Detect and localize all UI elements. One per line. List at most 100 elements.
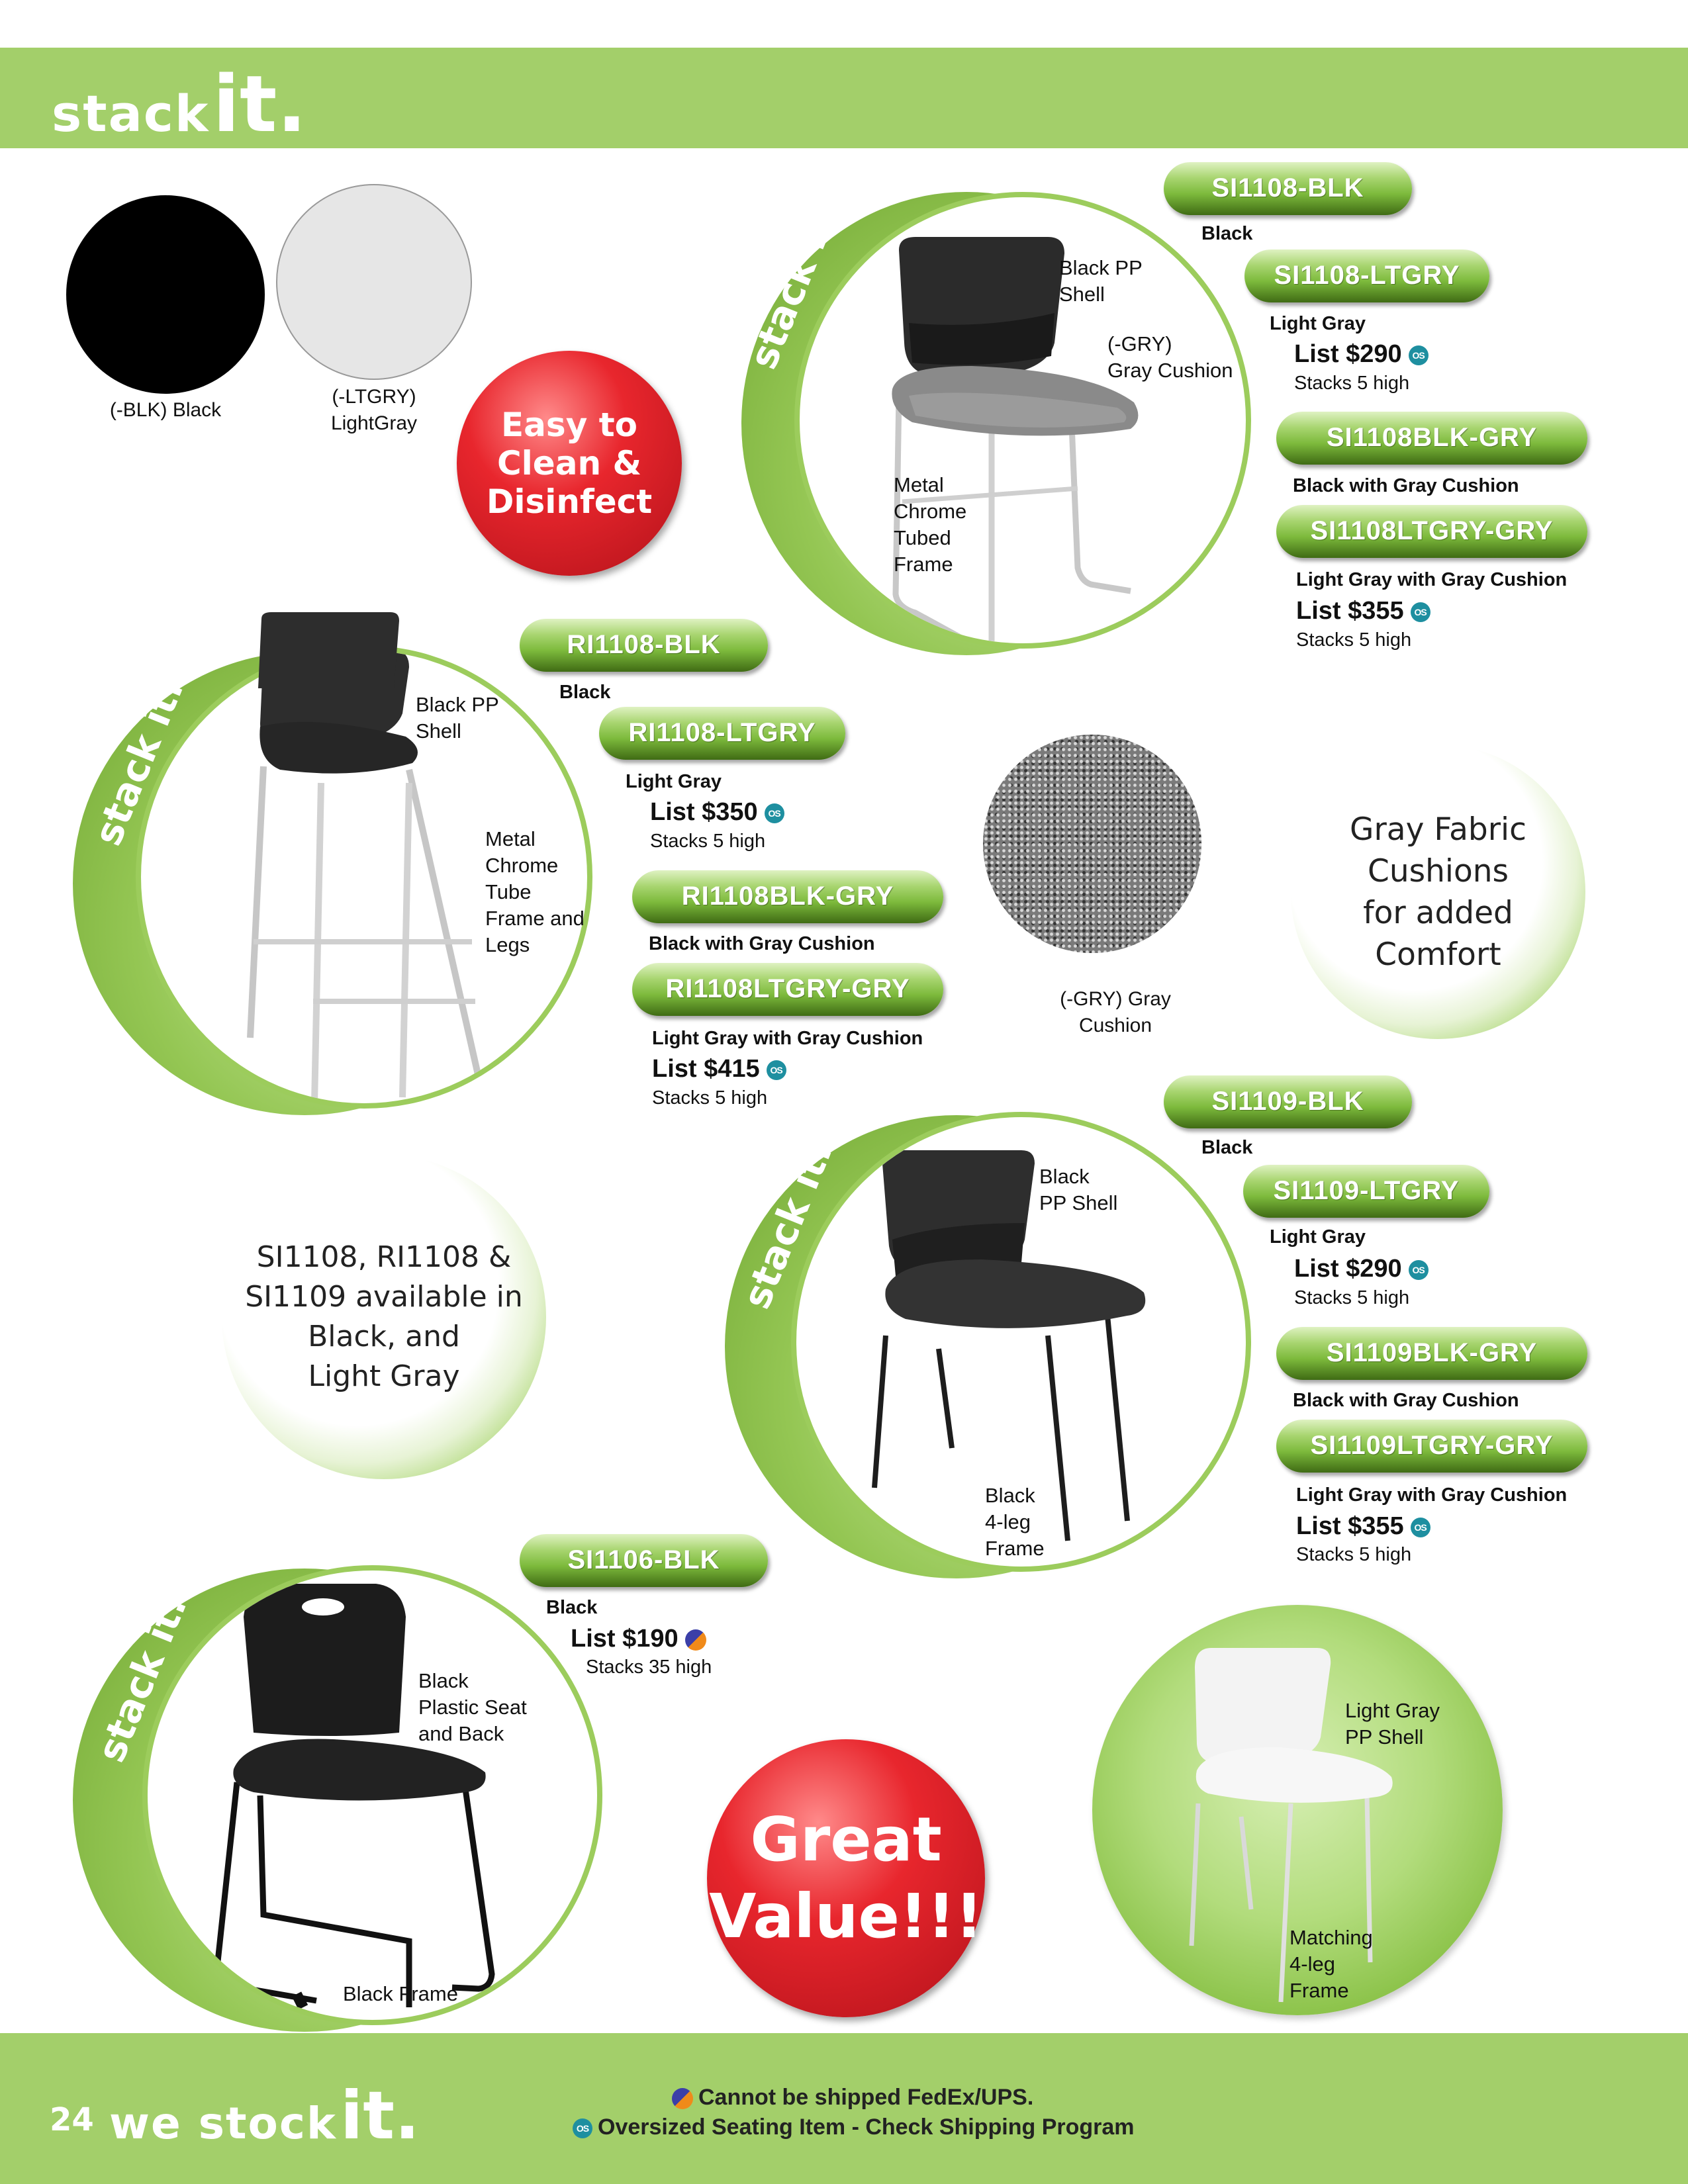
si1106-price: List $190 xyxy=(571,1625,711,1655)
comfort-line1: Gray Fabric xyxy=(1350,811,1526,848)
si1109-ltgry-label: Light Gray xyxy=(1270,1226,1366,1248)
si1108-shell-note-line2: Shell xyxy=(1059,283,1105,306)
si1109-shell-note-line1: Black xyxy=(1039,1165,1090,1188)
ri1108-price-2: List $415 OS xyxy=(652,1055,786,1083)
great-value-line2: Value!!! xyxy=(709,1881,983,1952)
lightgray-frame-note: Matching 4-leg Frame xyxy=(1289,1925,1373,2004)
footer-oversized-text: Oversized Seating Item - Check Shipping … xyxy=(598,2115,1135,2140)
fabric-caption-line2: Cushion xyxy=(1078,1015,1152,1036)
si1109-frame-note-line3: Frame xyxy=(985,1537,1045,1560)
si1106-seat-note-line1: Black xyxy=(418,1669,469,1692)
oversized-icon: OS xyxy=(766,1060,786,1080)
footer-shipping-note: Cannot be shipped FedEx/UPS. xyxy=(667,2083,1033,2114)
si1109-ltgry-pill: SI1109-LTGRY xyxy=(1243,1165,1489,1218)
si1108-frame-note-line3: Tubed xyxy=(894,526,951,549)
fabric-caption: (-GRY) Gray Cushion xyxy=(1006,986,1225,1039)
si1108-shell-note: Black PP Shell xyxy=(1059,255,1143,308)
lightgray-product-circle xyxy=(1092,1605,1503,2015)
header-brand: stack it. xyxy=(52,58,306,150)
si1109-frame-note-line2: 4-leg xyxy=(985,1510,1031,1533)
si1109-blk-pill: SI1109-BLK xyxy=(1164,1075,1412,1128)
comfort-line3: for added xyxy=(1363,894,1513,931)
si1108-stack-1: Stacks 5 high xyxy=(1294,373,1410,394)
fabric-swatch xyxy=(983,735,1201,953)
si1108-frame-note-line2: Chrome xyxy=(894,500,967,523)
si1106-seat-note: Black Plastic Seat and Back xyxy=(418,1668,527,1747)
si1109-frame-note: Black 4-leg Frame xyxy=(985,1482,1045,1562)
great-value-badge: Great Value!!! xyxy=(707,1739,985,2017)
si1108-blk-label: Black xyxy=(1201,223,1253,244)
si1108-cushion-note: (-GRY) Gray Cushion xyxy=(1107,331,1233,384)
header-band xyxy=(0,48,1688,148)
si1108-cushion-note-line2: Gray Cushion xyxy=(1107,359,1233,382)
oversized-icon: OS xyxy=(1410,602,1430,622)
si1108-cushion-note-line1: (-GRY) xyxy=(1107,332,1172,355)
swatch-black xyxy=(66,195,265,394)
ri1108-frame-note-line1: Metal xyxy=(485,827,536,850)
si1106-frame-note: Black Frame xyxy=(343,1982,458,2005)
si1106-price-text: List $190 xyxy=(571,1625,679,1653)
si1108-ltgrygry-pill: SI1108LTGRY-GRY xyxy=(1276,505,1587,558)
oversized-icon: OS xyxy=(1408,1259,1429,1280)
footer-oversized-note: OS Oversized Seating Item - Check Shippin… xyxy=(573,2115,1135,2140)
ri1108-shell-note-line2: Shell xyxy=(416,719,461,743)
availability-line4: Light Gray xyxy=(308,1359,460,1393)
si1109-frame-note-line1: Black xyxy=(985,1484,1035,1507)
si1109-blk-label: Black xyxy=(1201,1137,1253,1158)
swatch-lightgray-caption-line2: LightGray xyxy=(330,412,418,434)
si1108-blkgry-label: Black with Gray Cushion xyxy=(1293,475,1519,496)
no-fedex-ups-icon xyxy=(680,1625,711,1655)
si1108-stack-2: Stacks 5 high xyxy=(1296,629,1412,651)
ri1108-price-1: List $350 OS xyxy=(650,798,784,827)
si1108-ltgry-label: Light Gray xyxy=(1270,313,1366,334)
si1109-blkgry-label: Black with Gray Cushion xyxy=(1293,1390,1519,1411)
si1109-price-1-text: List $290 xyxy=(1294,1255,1402,1283)
comfort-circle: Gray Fabric Cushions for added Comfort xyxy=(1291,745,1585,1039)
footer-brand-small: we stock xyxy=(109,2098,337,2149)
lightgray-frame-note-line2: 4-leg xyxy=(1289,1952,1335,1976)
ri1108-price-1-text: List $350 xyxy=(650,798,758,826)
si1108-blkgry-pill: SI1108BLK-GRY xyxy=(1276,412,1587,465)
ri1108-blkgry-label: Black with Gray Cushion xyxy=(649,933,875,954)
availability-circle: SI1108, RI1108 & SI1109 available in Bla… xyxy=(222,1155,546,1479)
ri1108-frame-note: Metal Chrome Tube Frame and Legs xyxy=(485,826,585,958)
availability-line3: Black, and xyxy=(308,1320,460,1353)
lightgray-shell-note-line1: Light Gray xyxy=(1345,1699,1440,1722)
si1106-pill: SI1106-BLK xyxy=(520,1534,768,1587)
si1109-ltgrygry-label: Light Gray with Gray Cushion xyxy=(1296,1484,1568,1506)
si1108-price-2-text: List $355 xyxy=(1296,597,1404,625)
lightgray-frame-note-line3: Frame xyxy=(1289,1979,1349,2002)
ri1108-ltgry-label: Light Gray xyxy=(626,771,722,792)
disinfect-line1: Easy to xyxy=(501,406,637,444)
ri1108-shell-note-line1: Black PP xyxy=(416,693,499,716)
si1109-shell-note: Black PP Shell xyxy=(1039,1163,1117,1216)
si1108-shell-note-line1: Black PP xyxy=(1059,256,1143,279)
fabric-caption-line1: (-GRY) Gray xyxy=(1060,988,1171,1010)
si1109-ltgrygry-pill: SI1109LTGRY-GRY xyxy=(1276,1420,1587,1473)
header-brand-small: stack xyxy=(52,84,210,143)
si1108-frame-note: Metal Chrome Tubed Frame xyxy=(894,472,966,578)
si1109-shell-note-line2: PP Shell xyxy=(1039,1191,1118,1214)
si1109-stack-1: Stacks 5 high xyxy=(1294,1287,1410,1308)
si1106-seat-note-line2: Plastic Seat xyxy=(418,1696,527,1719)
swatch-black-caption: (-BLK) Black xyxy=(109,399,222,421)
oversized-icon: OS xyxy=(764,803,784,823)
lightgray-chair-image xyxy=(1189,1648,1393,2003)
oversized-icon: OS xyxy=(573,2118,592,2139)
comfort-line2: Cushions xyxy=(1368,852,1509,889)
si1106-label: Black xyxy=(546,1597,598,1618)
si1108-frame-note-line1: Metal xyxy=(894,473,944,496)
ri1108-price-2-text: List $415 xyxy=(652,1055,760,1083)
si1108-ltgrygry-label: Light Gray with Gray Cushion xyxy=(1296,569,1568,590)
si1106-seat-note-line3: and Back xyxy=(418,1722,504,1745)
si1108-ltgry-pill: SI1108-LTGRY xyxy=(1244,250,1489,302)
lightgray-frame-note-line1: Matching xyxy=(1289,1926,1373,1949)
disinfect-line3: Disinfect xyxy=(486,482,653,521)
si1108-frame-note-line4: Frame xyxy=(894,553,953,576)
si1109-product-circle xyxy=(791,1112,1251,1572)
ri1108-blkgry-pill: RI1108BLK-GRY xyxy=(632,870,943,923)
availability-line2: SI1109 available in xyxy=(245,1280,523,1314)
ri1108-product-circle xyxy=(136,645,592,1109)
ri1108-ltgrygry-pill: RI1108LTGRY-GRY xyxy=(632,963,943,1016)
swatch-lightgray xyxy=(276,184,472,380)
